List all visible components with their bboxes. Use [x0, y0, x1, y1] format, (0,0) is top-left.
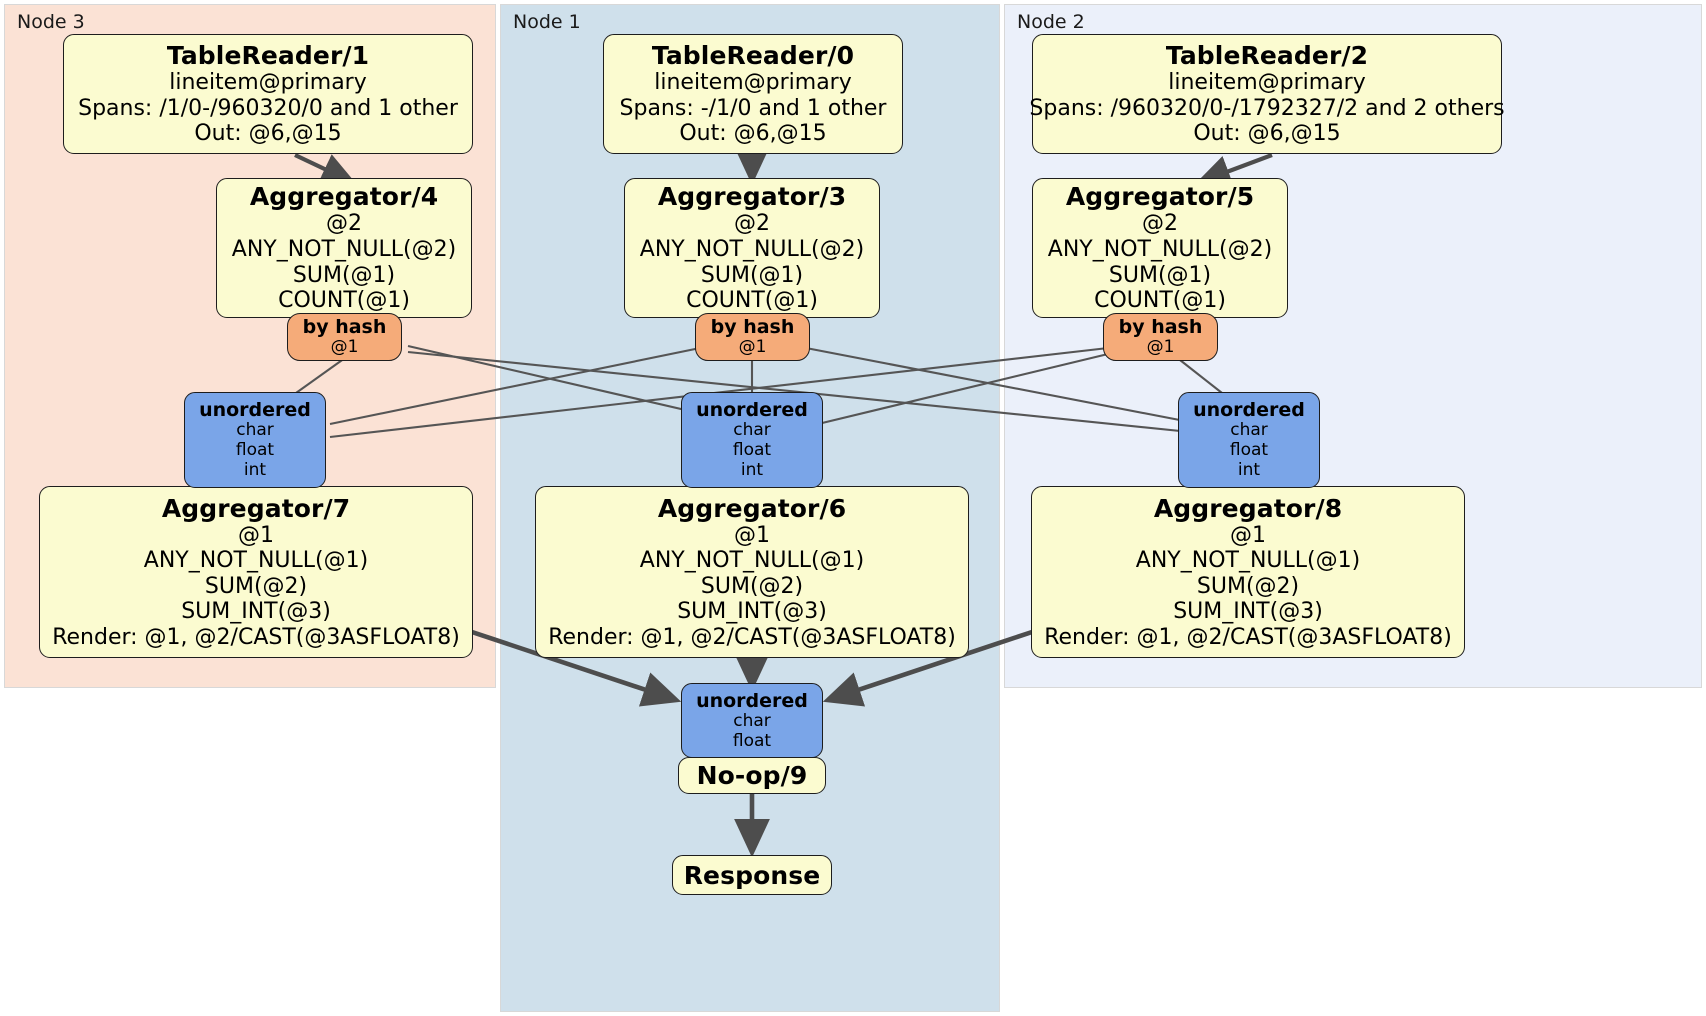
- aggregator-8-title: Aggregator/8: [1153, 493, 1343, 523]
- sync-unordered-node3-type3: int: [243, 459, 267, 480]
- sync-unordered-node3-title: unordered: [199, 399, 311, 422]
- aggregator-6-render: Render: @1, @2/CAST(@3ASFLOAT8): [548, 624, 956, 650]
- sync-unordered-final-title: unordered: [696, 689, 808, 712]
- node-aggregator-3[interactable]: Aggregator/3 @2 ANY_NOT_NULL(@2) SUM(@1)…: [624, 178, 880, 318]
- aggregator-3-agg3: COUNT(@1): [686, 288, 818, 314]
- aggregator-3-agg1: ANY_NOT_NULL(@2): [639, 236, 865, 262]
- node-aggregator-5[interactable]: Aggregator/5 @2 ANY_NOT_NULL(@2) SUM(@1)…: [1032, 178, 1288, 318]
- aggregator-8-agg1: ANY_NOT_NULL(@1): [1135, 548, 1361, 574]
- aggregator-4-agg2: SUM(@1): [292, 262, 396, 288]
- aggregator-6-agg1: ANY_NOT_NULL(@1): [639, 548, 865, 574]
- router-by-hash-node2-col: @1: [1146, 337, 1175, 358]
- router-by-hash-node2-title: by hash: [1118, 316, 1203, 339]
- sync-unordered-final-type2: float: [732, 730, 772, 751]
- node-aggregator-7[interactable]: Aggregator/7 @1 ANY_NOT_NULL(@1) SUM(@2)…: [39, 486, 473, 658]
- aggregator-7-title: Aggregator/7: [161, 493, 351, 523]
- router-by-hash-node1-title: by hash: [710, 316, 795, 339]
- node-tablereader-2[interactable]: TableReader/2 lineitem@primary Spans: /9…: [1029, 34, 1505, 154]
- aggregator-8-groupby: @1: [1230, 522, 1266, 548]
- tablereader-1-out: Out: @6,@15: [194, 121, 342, 147]
- tablereader-1-spans: Spans: /1/0-/960320/0 and 1 other: [78, 95, 458, 121]
- tablereader-0-table: lineitem@primary: [654, 70, 852, 96]
- tablereader-0-spans: Spans: -/1/0 and 1 other: [619, 95, 887, 121]
- node-no-op-9[interactable]: No-op/9: [678, 757, 826, 794]
- cluster-node3-label: Node 3: [17, 11, 85, 33]
- tablereader-2-title: TableReader/2: [1165, 41, 1369, 71]
- tablereader-1-title: TableReader/1: [166, 41, 370, 71]
- aggregator-6-groupby: @1: [734, 522, 770, 548]
- aggregator-3-agg2: SUM(@1): [700, 262, 804, 288]
- node-tablereader-1[interactable]: TableReader/1 lineitem@primary Spans: /1…: [63, 34, 473, 154]
- cluster-node2-label: Node 2: [1017, 11, 1085, 33]
- aggregator-5-agg1: ANY_NOT_NULL(@2): [1047, 236, 1273, 262]
- aggregator-4-agg1: ANY_NOT_NULL(@2): [231, 236, 457, 262]
- node-aggregator-8[interactable]: Aggregator/8 @1 ANY_NOT_NULL(@1) SUM(@2)…: [1031, 486, 1465, 658]
- sync-unordered-node3-type2: float: [235, 440, 275, 461]
- aggregator-6-agg3: SUM_INT(@3): [677, 599, 827, 625]
- response-title: Response: [683, 860, 821, 890]
- sync-unordered-node2[interactable]: unordered char float int: [1178, 392, 1320, 488]
- sync-unordered-node1-type1: char: [733, 420, 771, 441]
- aggregator-3-title: Aggregator/3: [657, 182, 847, 212]
- aggregator-8-agg3: SUM_INT(@3): [1173, 599, 1323, 625]
- router-by-hash-node3[interactable]: by hash @1: [287, 313, 402, 361]
- sync-unordered-node2-title: unordered: [1193, 399, 1305, 422]
- sync-unordered-node1[interactable]: unordered char float int: [681, 392, 823, 488]
- router-by-hash-node1-col: @1: [738, 337, 767, 358]
- aggregator-5-agg2: SUM(@1): [1108, 262, 1212, 288]
- router-by-hash-node1[interactable]: by hash @1: [695, 313, 810, 361]
- router-by-hash-node3-title: by hash: [302, 316, 387, 339]
- aggregator-3-groupby: @2: [734, 211, 770, 237]
- tablereader-0-title: TableReader/0: [651, 41, 855, 71]
- node-aggregator-6[interactable]: Aggregator/6 @1 ANY_NOT_NULL(@1) SUM(@2)…: [535, 486, 969, 658]
- router-by-hash-node2[interactable]: by hash @1: [1103, 313, 1218, 361]
- sync-unordered-node3[interactable]: unordered char float int: [184, 392, 326, 488]
- tablereader-2-spans: Spans: /960320/0-/1792327/2 and 2 others: [1029, 95, 1505, 121]
- sync-unordered-node2-type1: char: [1230, 420, 1268, 441]
- aggregator-7-agg3: SUM_INT(@3): [181, 599, 331, 625]
- aggregator-7-agg1: ANY_NOT_NULL(@1): [143, 548, 369, 574]
- sync-unordered-final[interactable]: unordered char float: [681, 683, 823, 758]
- no-op-9-title: No-op/9: [696, 761, 808, 790]
- aggregator-6-agg2: SUM(@2): [700, 573, 804, 599]
- sync-unordered-node2-type3: int: [1237, 459, 1261, 480]
- node-tablereader-0[interactable]: TableReader/0 lineitem@primary Spans: -/…: [603, 34, 903, 154]
- sync-unordered-node1-title: unordered: [696, 399, 808, 422]
- aggregator-7-agg2: SUM(@2): [204, 573, 308, 599]
- sync-unordered-node3-type1: char: [236, 420, 274, 441]
- aggregator-4-title: Aggregator/4: [249, 182, 439, 212]
- aggregator-4-groupby: @2: [326, 211, 362, 237]
- node-aggregator-4[interactable]: Aggregator/4 @2 ANY_NOT_NULL(@2) SUM(@1)…: [216, 178, 472, 318]
- aggregator-7-render: Render: @1, @2/CAST(@3ASFLOAT8): [52, 624, 460, 650]
- tablereader-1-table: lineitem@primary: [169, 70, 367, 96]
- sync-unordered-node1-type3: int: [740, 459, 764, 480]
- aggregator-8-agg2: SUM(@2): [1196, 573, 1300, 599]
- sync-unordered-node2-type2: float: [1229, 440, 1269, 461]
- aggregator-6-title: Aggregator/6: [657, 493, 847, 523]
- cluster-node1-label: Node 1: [513, 11, 581, 33]
- aggregator-8-render: Render: @1, @2/CAST(@3ASFLOAT8): [1044, 624, 1452, 650]
- sync-unordered-final-type1: char: [733, 710, 771, 731]
- router-by-hash-node3-col: @1: [330, 337, 359, 358]
- aggregator-5-title: Aggregator/5: [1065, 182, 1255, 212]
- tablereader-2-out: Out: @6,@15: [1193, 121, 1341, 147]
- tablereader-0-out: Out: @6,@15: [679, 121, 827, 147]
- tablereader-2-table: lineitem@primary: [1168, 70, 1366, 96]
- sync-unordered-node1-type2: float: [732, 440, 772, 461]
- aggregator-5-groupby: @2: [1142, 211, 1178, 237]
- aggregator-4-agg3: COUNT(@1): [278, 288, 410, 314]
- aggregator-7-groupby: @1: [238, 522, 274, 548]
- aggregator-5-agg3: COUNT(@1): [1094, 288, 1226, 314]
- node-response[interactable]: Response: [672, 855, 832, 895]
